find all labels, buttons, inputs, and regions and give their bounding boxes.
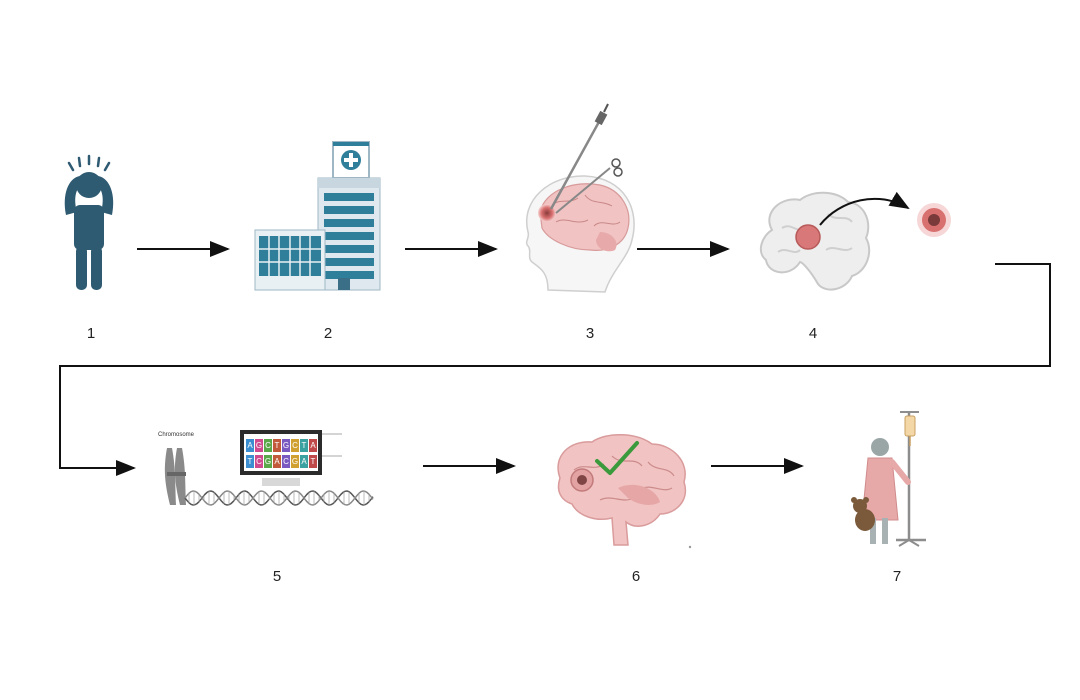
step-number-6: 6 xyxy=(632,568,640,585)
sequence-cell xyxy=(255,455,263,468)
brain-surgery-icon xyxy=(525,103,635,293)
sequence-letter: G xyxy=(292,457,298,466)
sequence-letter: C xyxy=(265,441,271,450)
sequence-letter: A xyxy=(247,441,253,450)
sequence-letter: A xyxy=(301,457,307,466)
hospital-icon xyxy=(254,141,381,291)
sequence-letter: A xyxy=(310,441,316,450)
sequence-cell xyxy=(309,439,317,452)
sequence-letter: T xyxy=(248,457,253,466)
sequence-letter: C xyxy=(256,457,262,466)
sequence-cell xyxy=(300,455,308,468)
tumor-extraction-icon xyxy=(759,191,951,291)
step-numbers: 1 2 3 4 5 6 7 xyxy=(87,325,901,585)
sequence-cell xyxy=(255,439,263,452)
sequence-cell xyxy=(273,455,281,468)
dna-helix xyxy=(184,490,374,506)
sequence-letter: C xyxy=(292,441,298,450)
brain-checkmark-icon xyxy=(557,434,692,549)
sequence-cell xyxy=(246,455,254,468)
step-number-3: 3 xyxy=(586,325,594,342)
sequence-letter: T xyxy=(302,441,307,450)
sequence-letter: T xyxy=(311,457,316,466)
sequence-cell xyxy=(282,439,290,452)
distressed-person-icon xyxy=(64,154,114,290)
step-number-1: 1 xyxy=(87,325,95,342)
sequence-letter: A xyxy=(274,457,280,466)
sequence-letter: T xyxy=(275,441,280,450)
patient-iv-icon xyxy=(851,411,926,547)
step-number-4: 4 xyxy=(809,325,817,342)
sequence-letter: G xyxy=(265,457,271,466)
step-number-5: 5 xyxy=(273,568,281,585)
sequence-letter: G xyxy=(283,441,289,450)
chromosome-label: Chromosome xyxy=(158,432,195,438)
sequence-cell xyxy=(300,439,308,452)
sequence-cell xyxy=(246,439,254,452)
sequence-cell xyxy=(291,439,299,452)
sequence-cell xyxy=(282,455,290,468)
sequence-cell xyxy=(264,439,272,452)
wrap-connector xyxy=(59,263,1051,476)
sequence-cell xyxy=(309,455,317,468)
step-number-7: 7 xyxy=(893,568,901,585)
sequence-letter: G xyxy=(256,441,262,450)
sequence-cell xyxy=(291,455,299,468)
sequence-letter: C xyxy=(283,457,289,466)
step-number-2: 2 xyxy=(324,325,332,342)
sequence-cell xyxy=(264,455,272,468)
sequence-cell xyxy=(273,439,281,452)
